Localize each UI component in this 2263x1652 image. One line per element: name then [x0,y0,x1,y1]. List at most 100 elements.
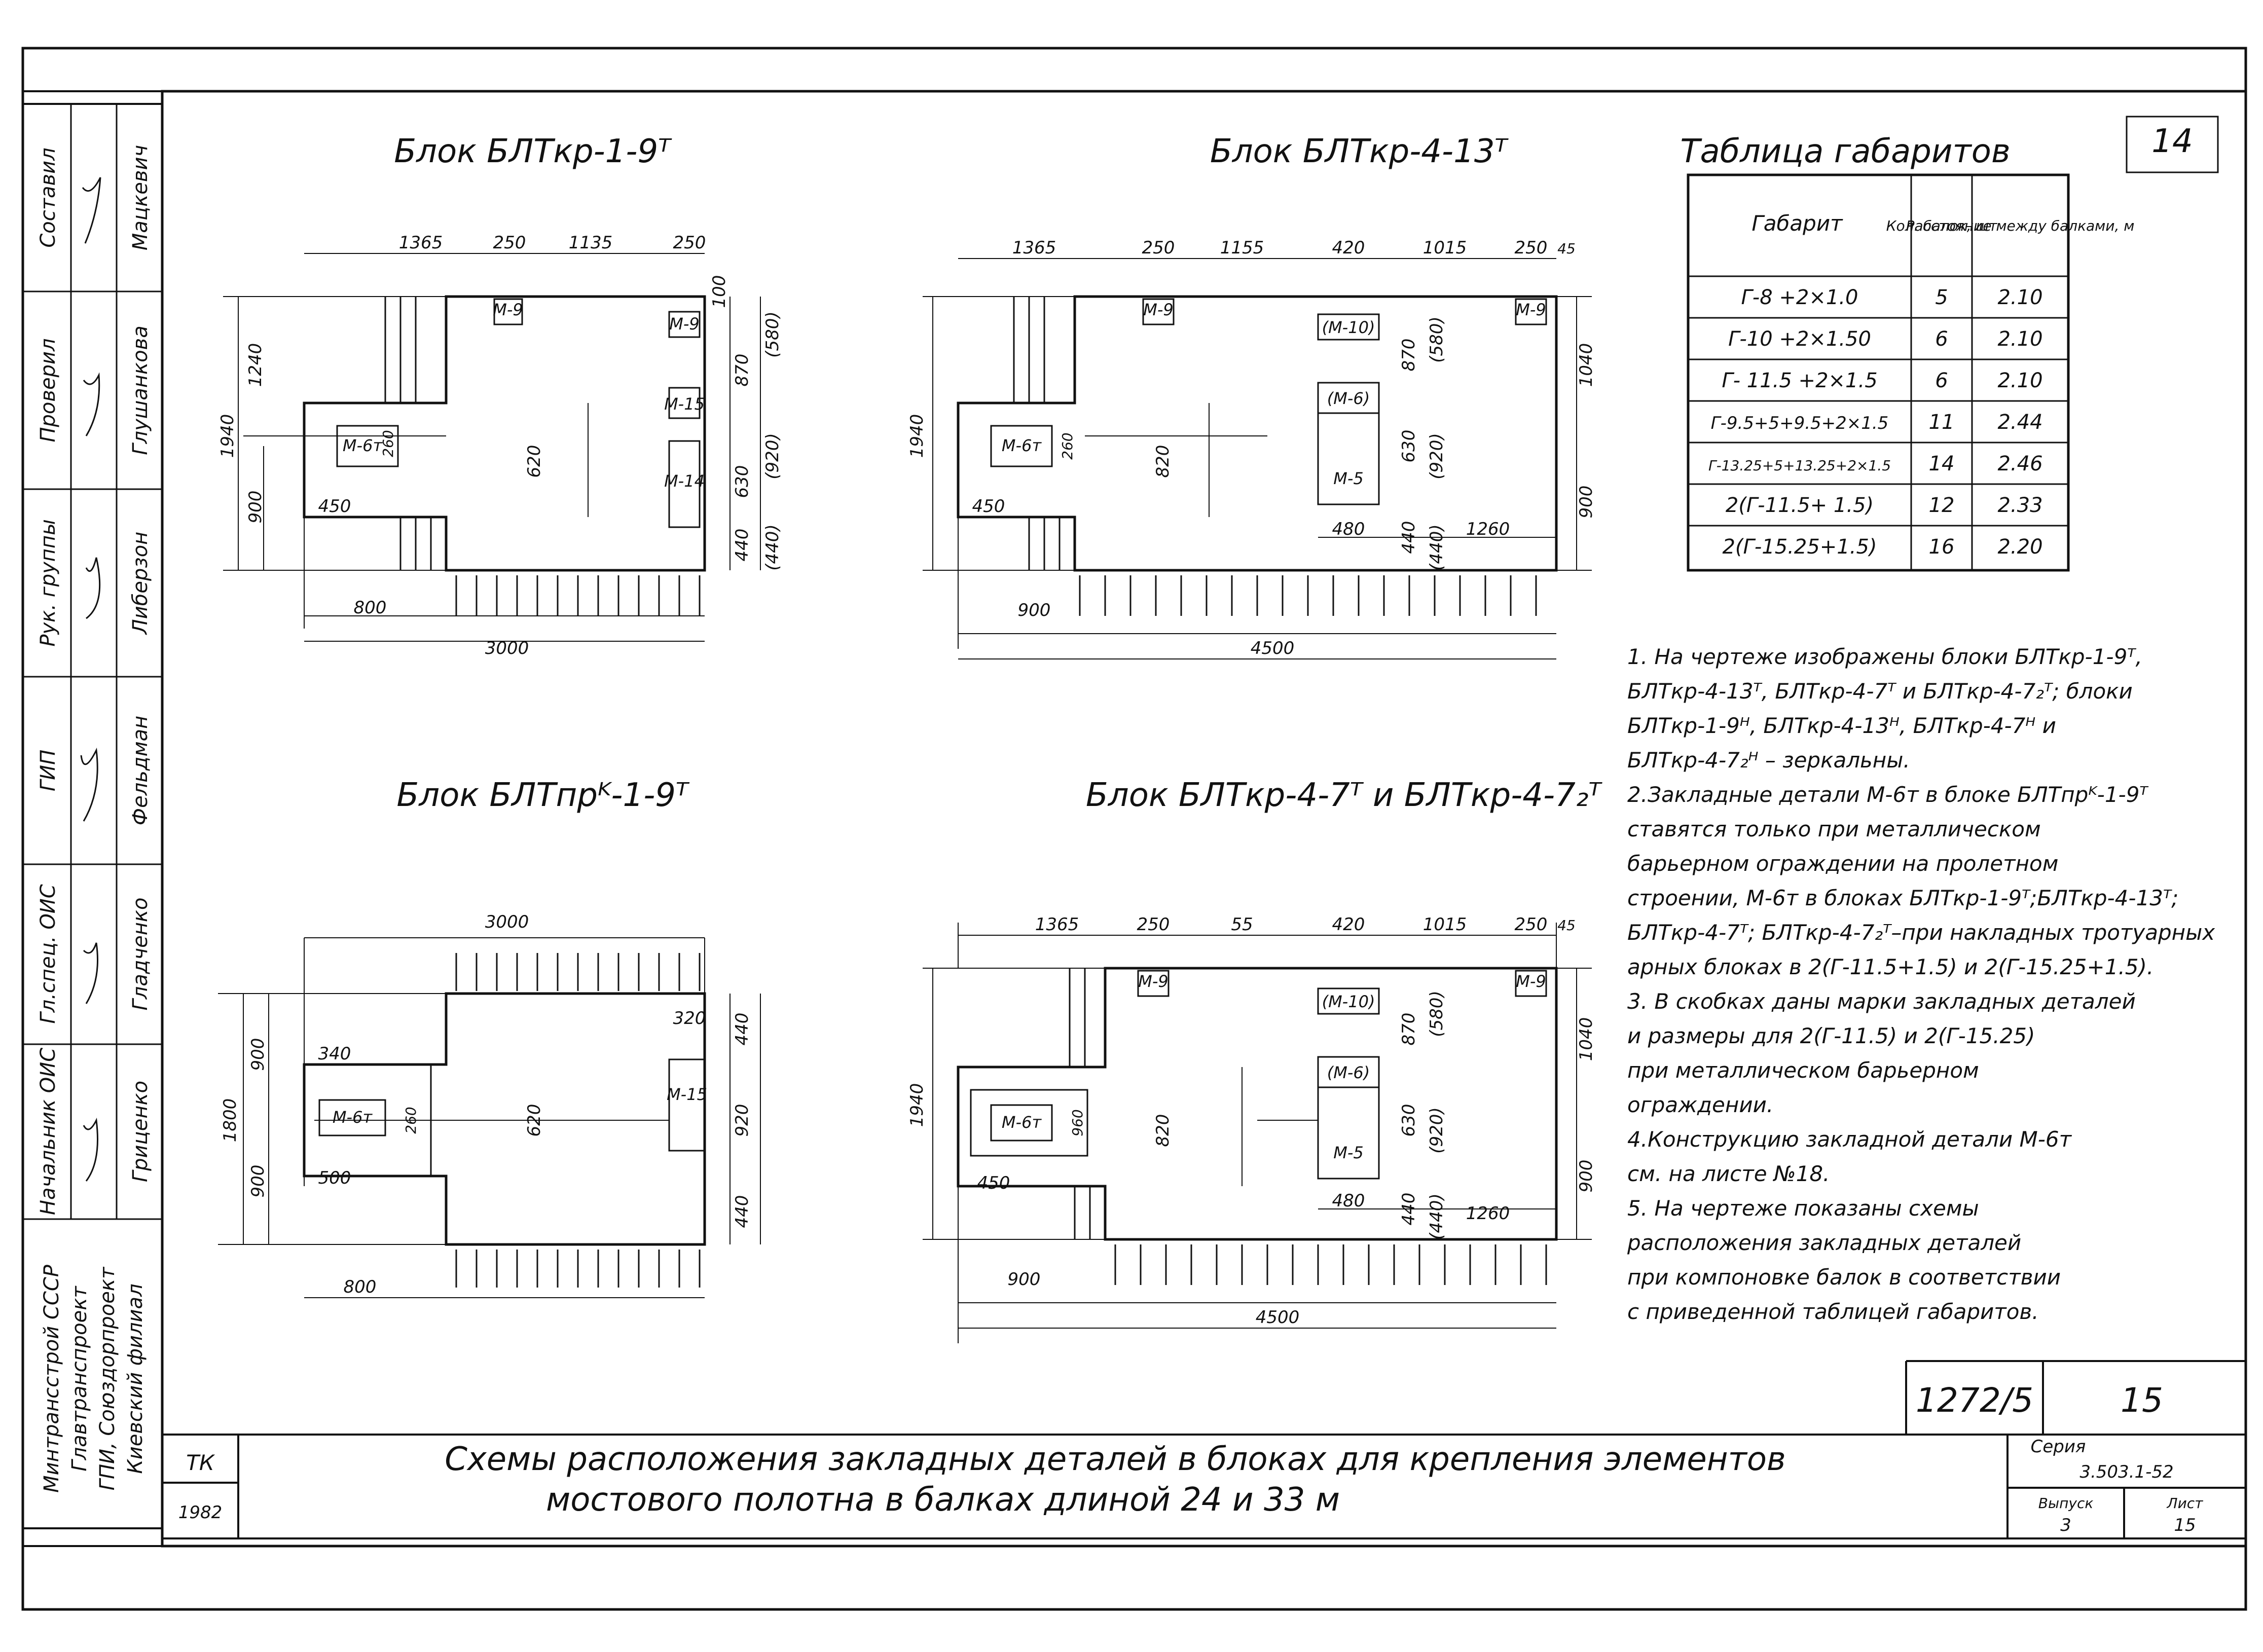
b3-embed-m6t [318,1099,386,1136]
b3-dim-8: 1800 [220,1098,240,1143]
note-line-15: 4.Конструкцию закладной детали М-6т [1627,1127,2072,1152]
note-line-20: с приведенной таблицей габаритов. [1627,1299,2039,1324]
b1-mark-1: М-9 [493,300,523,319]
stamp-year: 1982 [178,1502,223,1523]
b1-dim-15: 620 [524,445,544,478]
series-value: 3.503.1-52 [2079,1462,2173,1482]
title-line-1: Схемы расположения закладных деталей в б… [445,1441,1786,1478]
b3-dim-1: 3000 [485,912,529,932]
table-row-7-distance: 2.20 [1997,535,2042,559]
note-line-10: арных блоках в 2(Г-11.5+1.5) и 2(Г-15.25… [1627,955,2154,979]
role-3: Рук. группы [36,519,60,646]
block-3-title: Блок БЛТпрᴷ-1-9ᵀ [396,777,690,814]
table-row-5-gabarit: Г-13.25+5+13.25+2×1.5 [1708,457,1891,474]
b4-embed-frame [970,1089,1088,1157]
table-row-3-count: 6 [1935,369,1948,392]
b1-dim-3: 1135 [569,233,613,253]
b4-dim-9: (580) [1427,990,1447,1037]
block-4-diagram: Блок БЛТкр-4-7ᵀ и БЛТкр-4-7₂ᵀ М-9 (М-10)… [907,777,1602,1343]
b1-dim-5: 100 [709,275,729,308]
b1-dim-6: 870 [732,354,752,387]
b3-dim-2: 320 [673,1008,706,1029]
b2-dim-12: 440 [1399,521,1419,554]
b4-embed-m9-top [1137,970,1170,997]
table-header-3: Расстояние между балками, м [1906,217,2135,234]
table-row-3-distance: 2.10 [1997,369,2042,392]
b2-mark-2: (М-10) [1322,318,1375,337]
b1-dim-7: (580) [762,311,783,357]
table-row-7-gabarit: 2(Г-15.25+1.5) [1722,535,1877,559]
b1-embed-m15 [668,387,701,419]
table-row-2-distance: 2.10 [1997,327,2042,351]
b2-embed-m9-right [1515,298,1547,325]
b4-dim-11: (920) [1427,1107,1447,1153]
b2-dim-11: (920) [1427,433,1447,479]
b4-dim-12: 440 [1399,1193,1419,1226]
b1-embed-m14 [668,440,701,528]
issue-label: Выпуск [2038,1495,2094,1512]
b2-dim-13: (440) [1427,524,1447,570]
note-line-12: и размеры для 2(Г-11.5) и 2(Г-15.25) [1627,1023,2035,1048]
b2-dim-22: 900 [1018,600,1051,620]
note-line-17: 5. На чертеже показаны схемы [1627,1196,1979,1221]
b3-dim-11: 340 [318,1044,351,1064]
b2-dim-10: 630 [1399,430,1419,463]
b4-dim-6: 250 [1515,914,1548,935]
b3-dim-10: 260 [403,1107,419,1133]
table-row-2-gabarit: Г-10 +2×1.50 [1728,327,1871,351]
b1-dim-4: 250 [673,233,706,253]
role-4: ГИП [36,750,60,791]
role-5: Гл.спец. ОИС [36,884,60,1023]
note-line-5: 2.Закладные детали М-6т в блоке БЛТпрᴷ-1… [1627,782,2148,807]
sheet-number-top: 15 [2121,1381,2163,1420]
b4-dim-14: 1260 [1466,1203,1510,1224]
b4-mark-6: М-6т [1002,1113,1042,1132]
org-line-4: Киевский филиал [124,1283,147,1474]
b2-embed-m6t [990,425,1053,467]
block-4-outline [957,967,1558,1241]
note-line-7: барьерном ограждении на пролетном [1627,851,2058,876]
b3-dim-3: 440 [732,1013,752,1046]
name-3: Либерзон [129,532,152,636]
b1-dim-14: 1940 [217,414,238,458]
b2-dim-14: 1260 [1466,519,1510,539]
b1-mark-4: М-14 [664,471,705,491]
note-line-2: БЛТкр-4-13ᵀ, БЛТкр-4-7ᵀ и БЛТкр-4-7₂ᵀ; б… [1627,679,2133,704]
doc-number: 1272/5 [1916,1381,2033,1420]
b1-dim-16: 260 [380,430,396,457]
b3-mark-1: М-15 [667,1085,707,1104]
b3-dim-12: 500 [318,1168,351,1188]
block-2-outline [957,295,1558,572]
b2-dim-1: 1365 [1012,238,1056,258]
note-line-3: БЛТкр-1-9ᴴ, БЛТкр-4-13ᴴ, БЛТкр-4-7ᴴ и [1627,713,2056,738]
note-line-16: см. на листе №18. [1627,1161,1830,1186]
b1-dim-13: 900 [245,491,266,524]
b2-dim-19: 820 [1153,445,1173,478]
b4-dim-16: 1040 [1576,1017,1596,1061]
page-number-box [2126,116,2219,173]
block-3-diagram: Блок БЛТпрᴷ-1-9ᵀ М-15 М-6т 3000 320 440 … [218,777,761,1298]
b4-mark-1: М-9 [1138,972,1169,991]
side-stamp: Составил Проверил Рук. группы ГИП Гл.спе… [22,103,163,1529]
b2-mark-6: М-6т [1002,436,1042,455]
b2-dim-7: 45 [1557,240,1576,257]
name-4: Фельдман [129,716,152,826]
b4-embed-m10 [1317,987,1380,1015]
b4-mark-2: (М-10) [1322,992,1375,1011]
b4-dim-3: 55 [1231,914,1253,935]
signature-4 [80,747,98,822]
b4-dim-15: 480 [1332,1191,1365,1211]
b3-dim-9: 620 [524,1104,544,1137]
b4-embed-m9-right [1515,970,1547,997]
table-row-4-gabarit: Г-9.5+5+9.5+2×1.5 [1711,413,1889,433]
b4-dim-1: 1365 [1035,914,1079,935]
block-2-title: Блок БЛТкр-4-13ᵀ [1210,133,1509,170]
block-1-outline [303,295,706,572]
b2-dim-9: (580) [1427,316,1447,362]
b4-mark-5: М-5 [1333,1143,1364,1162]
role-6: Начальник ОИС [36,1048,60,1215]
b2-dim-8: 870 [1399,339,1419,372]
b4-mark-3: М-9 [1516,972,1546,991]
table-row-6-gabarit: 2(Г-11.5+ 1.5) [1726,494,1874,517]
